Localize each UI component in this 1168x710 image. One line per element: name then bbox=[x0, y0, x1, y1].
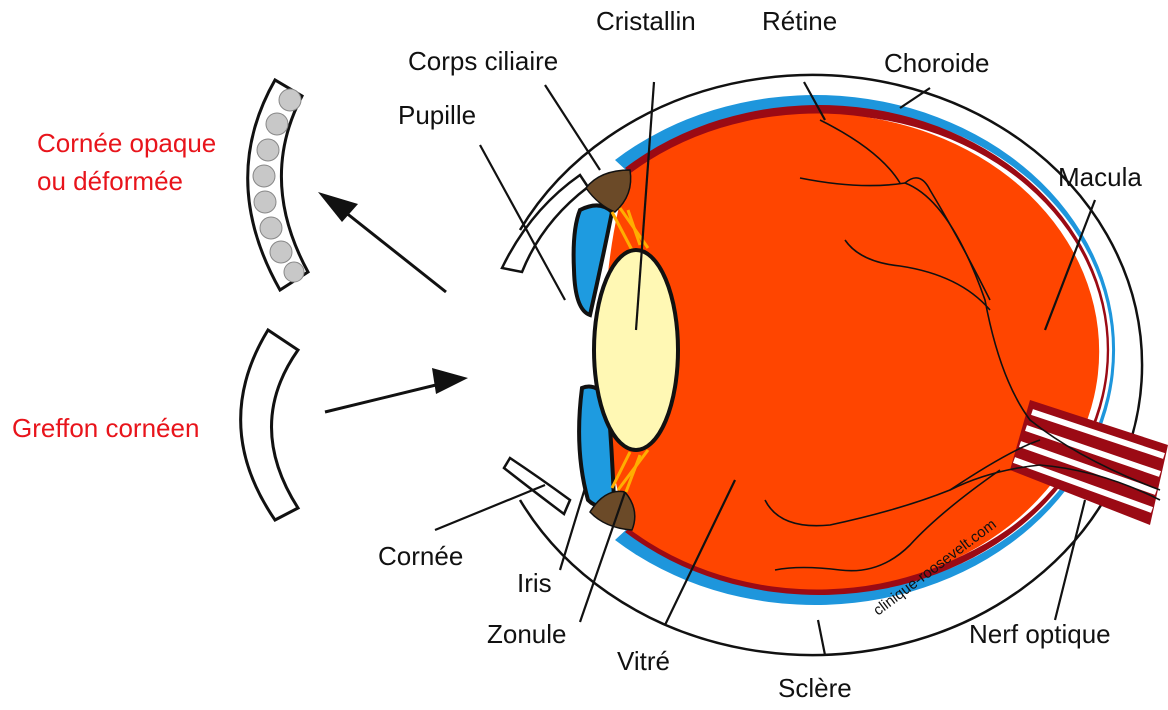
label-macula: Macula bbox=[1058, 162, 1142, 192]
label-vitre: Vitré bbox=[617, 646, 670, 676]
label-pupille: Pupille bbox=[398, 100, 476, 130]
label-iris: Iris bbox=[517, 568, 552, 598]
label-corps-ciliaire: Corps ciliaire bbox=[408, 46, 558, 76]
label-choroide: Choroide bbox=[884, 48, 990, 78]
label-zonule: Zonule bbox=[487, 619, 567, 649]
label-greffon-corneen: Greffon cornéen bbox=[12, 413, 199, 443]
label-sclere: Sclère bbox=[778, 673, 852, 703]
opaque-cornea-graphic bbox=[248, 80, 308, 290]
arrow-insertion bbox=[325, 368, 468, 412]
lens-crystalline bbox=[594, 250, 678, 450]
label-cristallin: Cristallin bbox=[596, 6, 696, 36]
label-cornee: Cornée bbox=[378, 541, 463, 571]
label-retine: Rétine bbox=[762, 6, 837, 36]
arrow-removal bbox=[318, 192, 446, 292]
label-cornee-opaque-line1: Cornée opaque bbox=[37, 128, 216, 158]
corneal-graft-graphic bbox=[241, 330, 298, 520]
label-nerf-optique: Nerf optique bbox=[969, 619, 1111, 649]
label-cornee-opaque-line2: ou déformée bbox=[37, 166, 183, 196]
